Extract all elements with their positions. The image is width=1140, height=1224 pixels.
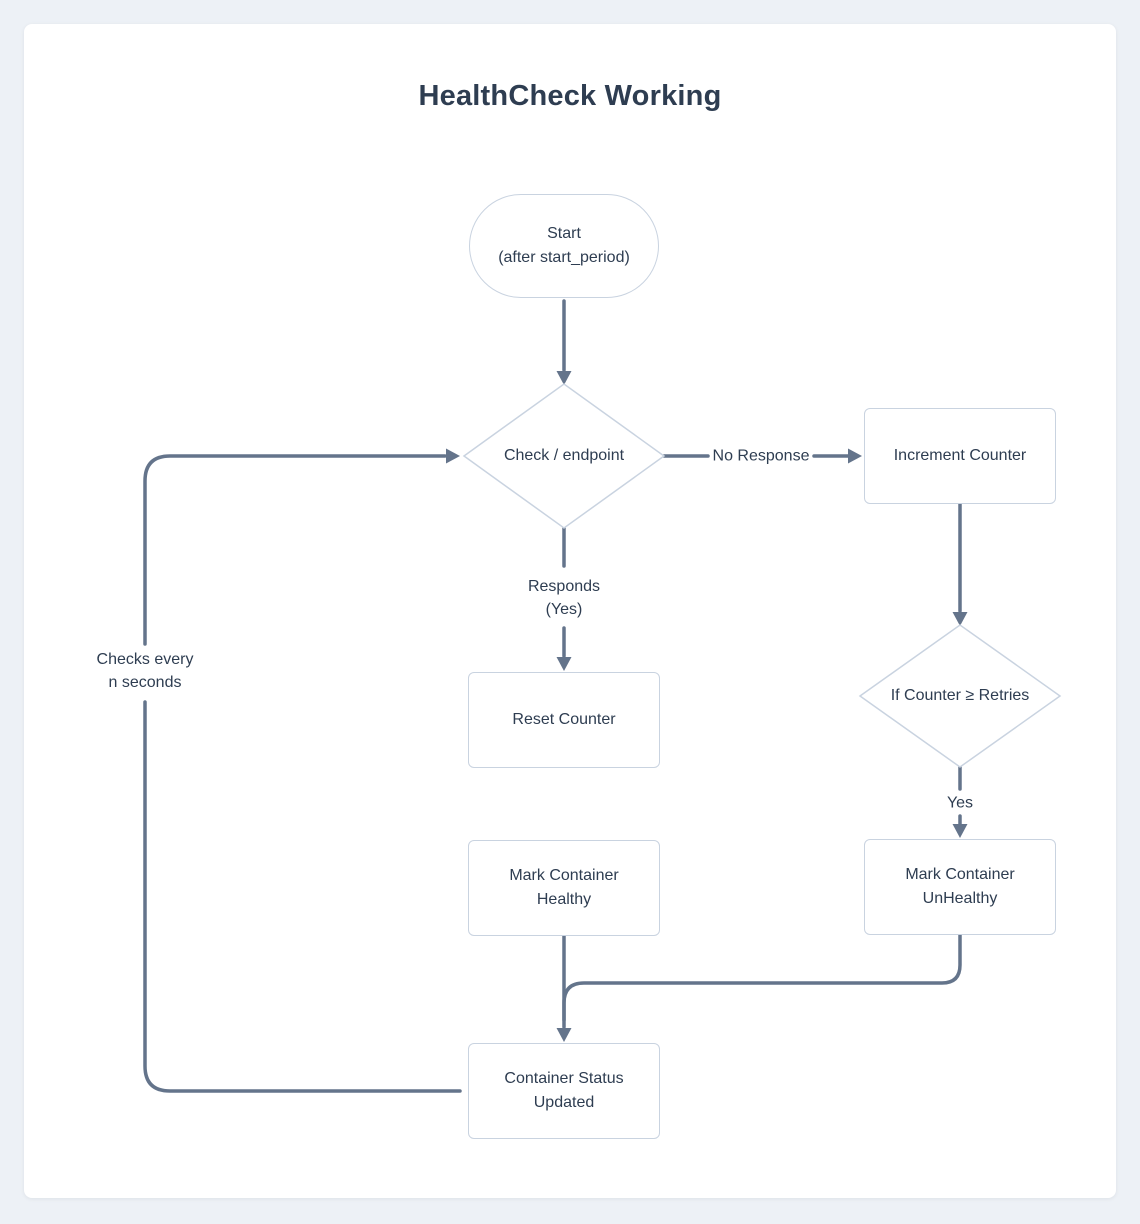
edge-label-yes: Yes [946,794,974,812]
node-counter-retries-label: If Counter ≥ Retries [890,687,1030,704]
node-container-status-line2: Updated [533,1094,595,1111]
edge-label-responds-yes: Responds (Yes) [528,575,600,621]
page-title: HealthCheck Working [418,80,722,112]
node-container-status: Container Status Updated [468,1043,660,1139]
edge-label-checks-every: Checks every n seconds [97,648,194,694]
arrowhead-retries-unhealthy-icon [952,824,968,838]
node-reset-counter-line1: Reset Counter [512,711,616,728]
edge-label-responds-line2: (Yes) [545,601,583,618]
node-mark-unhealthy-line2: UnHealthy [922,890,998,907]
node-check-endpoint-shape [462,383,666,529]
node-counter-retries-shape [858,624,1062,768]
arrowhead-start-check-icon [556,371,572,385]
edge-label-responds-line1: Responds [527,578,601,595]
node-mark-unhealthy-line1: Mark Container [905,866,1015,883]
edge-unhealthy-status [562,933,962,1022]
node-start: Start (after start_period) [469,194,659,298]
node-mark-healthy: Mark Container Healthy [468,840,660,936]
node-start-line1: Start [547,225,581,242]
edge-label-checks-line2: n seconds [108,674,182,691]
arrowhead-increment-retries-icon [952,612,968,626]
node-increment-counter: Increment Counter [864,408,1056,504]
node-mark-healthy-line1: Mark Container [509,867,619,884]
edge-status-check-b [143,454,447,646]
flowchart-canvas [143,299,1062,1093]
edge-label-checks-line1: Checks every [96,651,194,668]
node-increment-counter-line1: Increment Counter [893,447,1027,464]
arrowhead-healthy-status-icon [556,1028,572,1042]
arrowhead-check-increment-icon [848,448,862,464]
node-reset-counter: Reset Counter [468,672,660,768]
edge-label-no-response: No Response [712,447,810,465]
node-mark-healthy-line2: Healthy [536,891,592,908]
edge-status-check-a [143,700,462,1093]
node-mark-unhealthy: Mark Container UnHealthy [864,839,1056,935]
diagram-card: HealthCheck Working Star [24,24,1116,1198]
arrowhead-status-check-icon [446,448,460,464]
node-start-line2: (after start_period) [498,249,630,266]
node-container-status-line1: Container Status [504,1070,624,1087]
arrowhead-check-reset-icon [556,657,572,671]
node-check-endpoint-label: Check / endpoint [503,447,625,464]
